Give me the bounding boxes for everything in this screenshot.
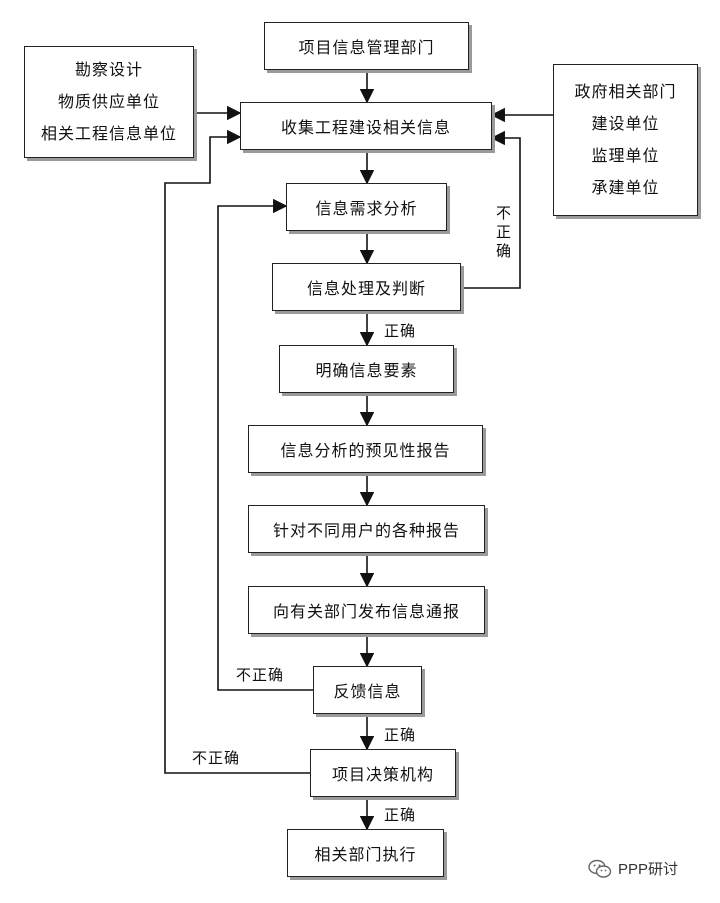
label-incorrect-process: 不正确: [494, 205, 512, 262]
watermark: PPP研讨: [588, 858, 678, 879]
arrow-decision-back-to-collect: [164, 129, 310, 774]
node-issue-notice: 向有关部门发布信息通报: [248, 586, 485, 634]
right-source-item: 监理单位: [591, 146, 660, 165]
label-incorrect-decision: 不正确: [192, 749, 241, 767]
left-source-item: 相关工程信息单位: [40, 124, 177, 143]
node-decision-body: 项目决策机构: [310, 749, 456, 797]
node-demand-analysis: 信息需求分析: [286, 183, 447, 231]
right-source-item: 政府相关部门: [574, 82, 677, 101]
right-source-item: 承建单位: [591, 178, 660, 197]
node-forecast-report: 信息分析的预见性报告: [248, 425, 483, 473]
label-correct-decision: 正确: [384, 806, 417, 824]
node-user-reports: 针对不同用户的各种报告: [248, 505, 485, 553]
node-processing-judgment: 信息处理及判断: [272, 263, 461, 311]
node-collect-info: 收集工程建设相关信息: [240, 102, 492, 150]
wechat-icon: [588, 859, 612, 878]
label-incorrect-feedback: 不正确: [236, 666, 285, 684]
arrow-feedback-back-to-demand: [217, 198, 313, 691]
label-correct-feedback: 正确: [384, 726, 417, 744]
arrow-process-back-to-collect: [461, 130, 521, 289]
left-sources-box: 勘察设计 物质供应单位 相关工程信息单位: [24, 46, 194, 158]
left-source-item: 物质供应单位: [57, 92, 160, 111]
right-source-item: 建设单位: [591, 114, 660, 133]
label-correct-process: 正确: [384, 322, 417, 340]
right-sources-box: 政府相关部门 建设单位 监理单位 承建单位: [553, 64, 698, 216]
watermark-text: PPP研讨: [618, 861, 679, 878]
node-project-info-dept: 项目信息管理部门: [264, 22, 469, 70]
left-source-item: 勘察设计: [74, 60, 143, 79]
node-execute: 相关部门执行: [287, 829, 444, 877]
node-clarify-elements: 明确信息要素: [279, 345, 454, 393]
node-feedback: 反馈信息: [313, 666, 422, 714]
